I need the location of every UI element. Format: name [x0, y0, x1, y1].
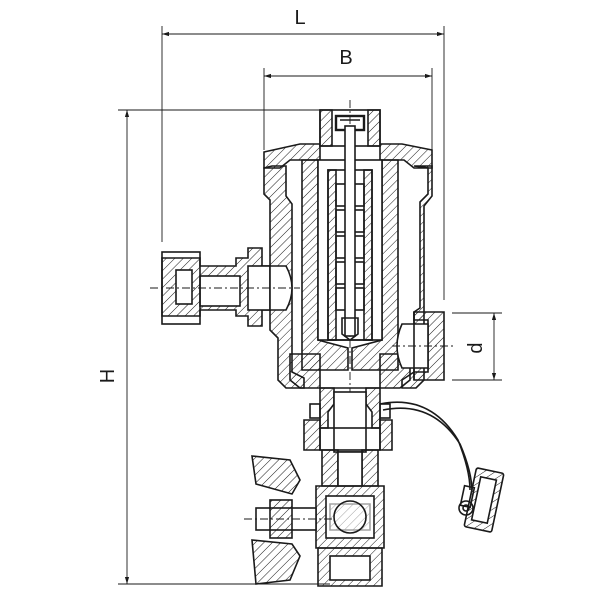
dimension-B: B [263, 47, 433, 160]
dimension-d: d [452, 312, 502, 381]
dimension-H: H [97, 109, 344, 585]
inlet-fitting-left [150, 247, 300, 327]
butterfly-handle [251, 455, 301, 495]
valve-housing [263, 100, 433, 470]
dim-label-L: L [294, 7, 305, 29]
dimension-L: L [161, 7, 445, 300]
dim-label-H: H [97, 369, 119, 383]
dim-label-B: B [339, 47, 352, 69]
drain-ball-valve [244, 455, 385, 587]
drain-stem [303, 387, 393, 487]
dim-label-d: d [465, 342, 487, 353]
outlet-fitting-right [392, 311, 456, 381]
drain-cap-chain [379, 401, 505, 533]
